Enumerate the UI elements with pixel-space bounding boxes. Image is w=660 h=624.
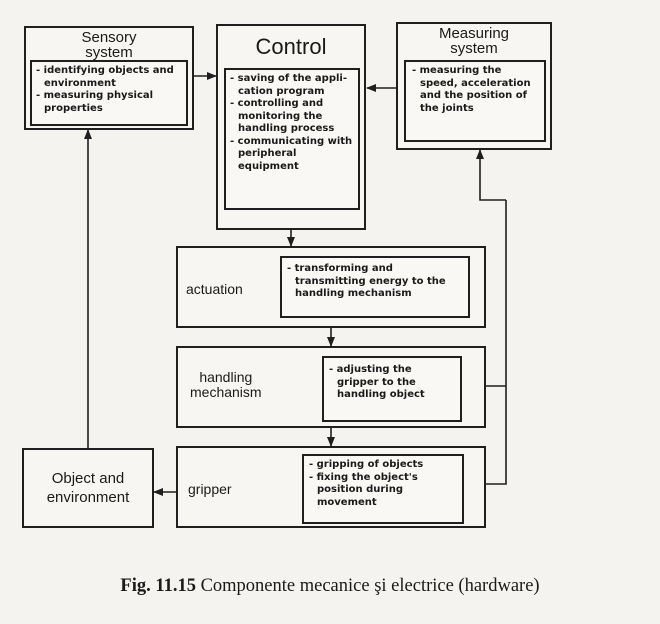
gripper-box: gripper gripping of objects fixing the o… xyxy=(176,446,486,528)
handling-mechanism-box: handling mechanism adjusting the gripper… xyxy=(176,346,486,428)
object-environment-box: Object and environment xyxy=(22,448,154,528)
gripper-label: gripper xyxy=(188,481,232,497)
control-item: saving of the appli-cation program xyxy=(230,73,354,98)
handling-mechanism-functions: adjusting the gripper to the handling ob… xyxy=(322,356,462,422)
measuring-system-box: Measuring system measuring the speed, ac… xyxy=(396,22,552,150)
sensory-system-functions: identifying objects and environment meas… xyxy=(30,60,188,126)
figure-caption-text: Componente mecanice şi electrice (hardwa… xyxy=(195,576,540,596)
object-environment-label: Object and environment xyxy=(46,470,130,506)
handling-item: adjusting the gripper to the handling ob… xyxy=(329,364,455,402)
sensory-item: identifying objects and environment xyxy=(36,65,182,90)
measuring-system-title: Measuring system xyxy=(438,25,510,57)
gripper-item: fixing the object's position during move… xyxy=(309,472,457,510)
figure-caption: Fig. 11.15 Componente mecanice şi electr… xyxy=(0,576,660,597)
control-item: controlling and monitoring the handling … xyxy=(230,98,354,136)
actuation-box: actuation transforming and transmitting … xyxy=(176,246,486,328)
measuring-item: measuring the speed, acceleration and th… xyxy=(412,65,538,115)
control-item: communicating with peripheral equipment xyxy=(230,136,354,174)
sensory-item: measuring physical properties xyxy=(36,90,182,115)
gripper-item: gripping of objects xyxy=(309,459,457,472)
feedback-gripper-line xyxy=(486,200,507,485)
arrow-feedback-to-measuring xyxy=(476,149,506,201)
actuation-functions: transforming and transmitting energy to … xyxy=(280,256,470,318)
actuation-label: actuation xyxy=(186,281,243,297)
measuring-system-functions: measuring the speed, acceleration and th… xyxy=(404,60,546,142)
control-box: Control saving of the appli-cation progr… xyxy=(216,24,366,230)
control-title: Control xyxy=(255,34,327,59)
actuation-item: transforming and transmitting energy to … xyxy=(287,263,463,301)
gripper-functions: gripping of objects fixing the object's … xyxy=(302,454,464,524)
sensory-system-title: Sensory system xyxy=(81,29,137,61)
handling-mechanism-label: handling mechanism xyxy=(190,369,262,401)
figure-number: Fig. 11.15 xyxy=(120,576,196,596)
control-functions: saving of the appli-cation program contr… xyxy=(224,68,360,210)
sensory-system-box: Sensory system identifying objects and e… xyxy=(24,26,194,130)
